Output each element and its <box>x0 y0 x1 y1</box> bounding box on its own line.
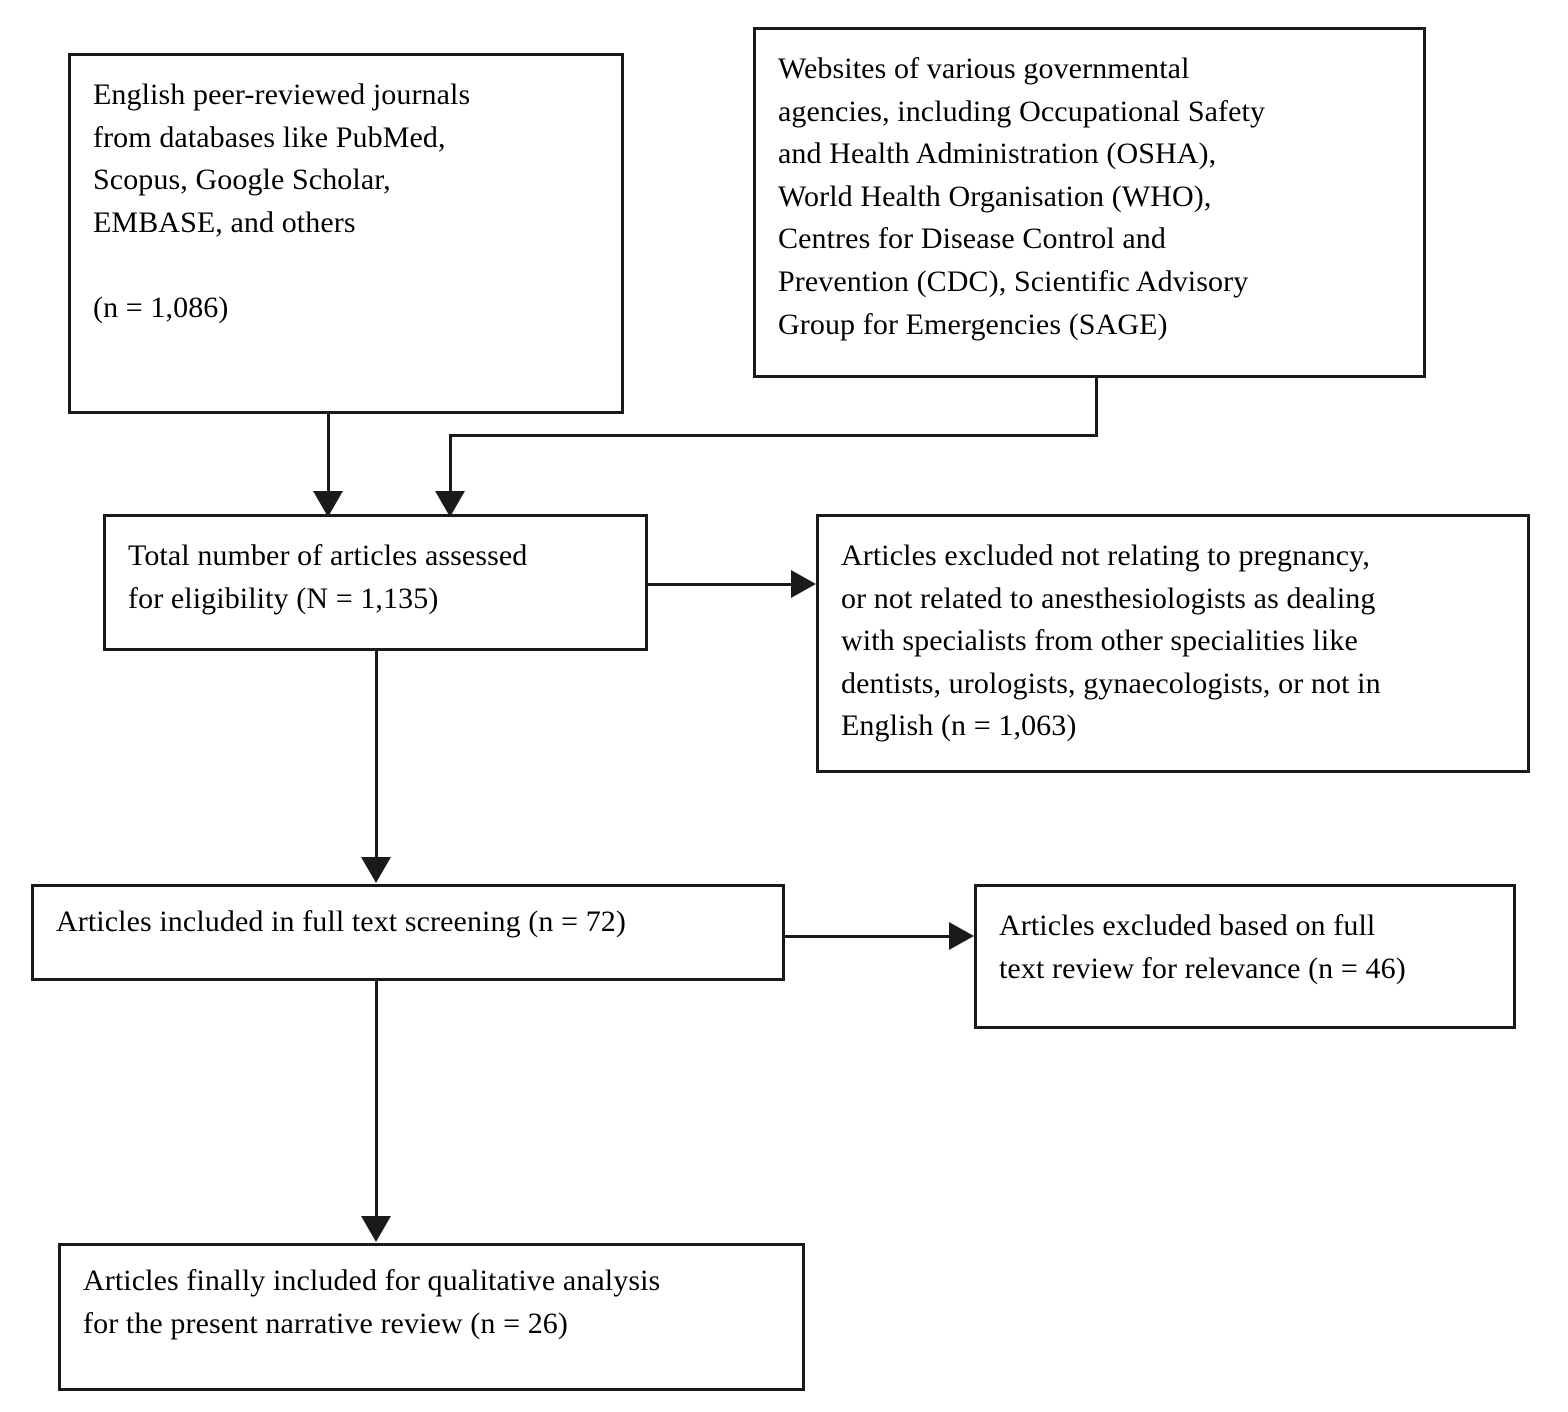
node-websites-source: Websites of various governmental agencie… <box>753 27 1426 378</box>
connector-fulltext-to-final-arrowhead <box>361 1216 391 1242</box>
connector-fulltext-to-final-line <box>375 981 378 1222</box>
node-excluded-screening: Articles excluded not relating to pregna… <box>816 514 1530 773</box>
connector-journals-to-eligibility-line <box>327 414 330 498</box>
connector-websites-to-eligibility-arrowhead <box>435 491 465 517</box>
connector-eligibility-to-excluded-line <box>648 583 794 586</box>
connector-eligibility-to-fulltext-line <box>375 651 378 863</box>
node-final-included: Articles finally included for qualitativ… <box>58 1243 805 1391</box>
connector-fulltext-to-excluded-line <box>785 935 951 938</box>
connector-websites-drop-line <box>1095 378 1098 437</box>
node-full-text-screening: Articles included in full text screening… <box>31 884 785 981</box>
connector-eligibility-to-fulltext-arrowhead <box>361 857 391 883</box>
connector-websites-to-eligibility-line <box>449 434 452 498</box>
connector-websites-horizontal-line <box>449 434 1098 437</box>
node-eligibility-assessed: Total number of articles assessed for el… <box>103 514 648 651</box>
node-journals-source: English peer-reviewed journals from data… <box>68 53 624 414</box>
connector-fulltext-to-excluded-arrowhead <box>949 922 974 950</box>
node-excluded-full-text: Articles excluded based on full text rev… <box>974 884 1516 1029</box>
connector-journals-to-eligibility-arrowhead <box>313 491 343 517</box>
connector-eligibility-to-excluded-arrowhead <box>791 570 816 598</box>
